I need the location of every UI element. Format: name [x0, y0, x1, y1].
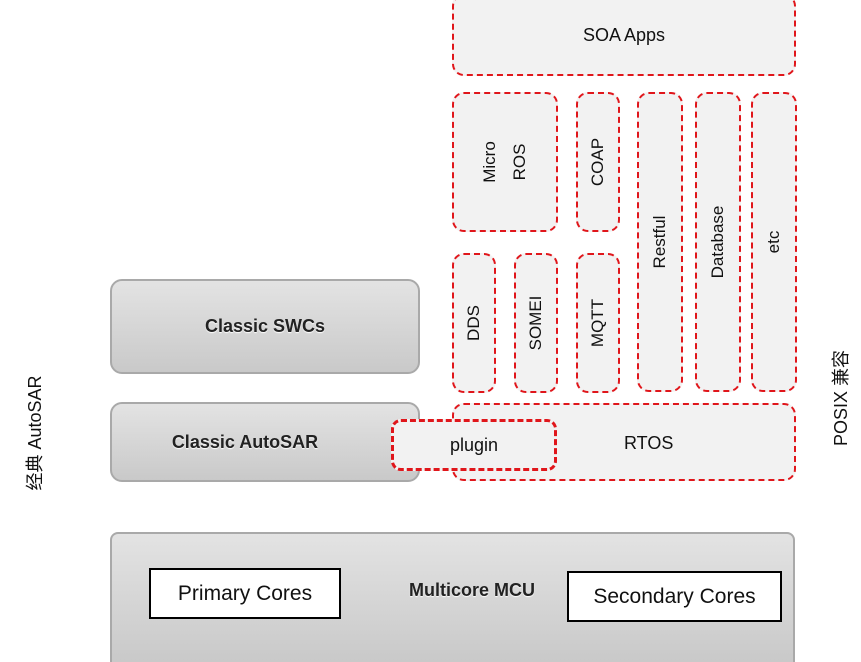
- primary-cores-label: Primary Cores: [177, 581, 313, 605]
- restful-box: Restful: [637, 92, 683, 392]
- classic-autosar-side-label: 经典 AutoSAR: [25, 375, 45, 491]
- coap-label: COAP: [588, 137, 607, 187]
- somei-label: SOMEI: [526, 295, 545, 351]
- classic-swcs-box: Classic SWCs: [110, 279, 420, 374]
- soa-apps-box: SOA Apps: [452, 0, 796, 76]
- classic-swcs-label: Classic SWCs: [204, 316, 326, 336]
- micro-ros-label: Micro ROS: [480, 141, 529, 183]
- plugin-box: plugin: [391, 419, 557, 471]
- posix-side-label: POSIX 兼容: [831, 349, 851, 447]
- rtos-label: RTOS: [624, 433, 674, 453]
- plugin-label: plugin: [449, 434, 499, 455]
- secondary-cores-box: Secondary Cores: [567, 571, 782, 622]
- primary-cores-box: Primary Cores: [149, 568, 341, 619]
- micro-ros-box: Micro ROS: [452, 92, 558, 232]
- dds-label: DDS: [464, 305, 483, 341]
- etc-label: etc: [764, 230, 783, 254]
- secondary-cores-label: Secondary Cores: [593, 584, 756, 608]
- etc-box: etc: [751, 92, 797, 392]
- database-label: Database: [708, 205, 727, 279]
- mqtt-label: MQTT: [588, 298, 607, 348]
- multicore-mcu-label: Multicore MCU: [409, 580, 535, 600]
- database-box: Database: [695, 92, 741, 392]
- classic-autosar-label: Classic AutoSAR: [171, 431, 319, 452]
- dds-box: DDS: [452, 253, 496, 393]
- mqtt-box: MQTT: [576, 253, 620, 393]
- coap-box: COAP: [576, 92, 620, 232]
- soa-apps-label: SOA Apps: [582, 24, 666, 45]
- classic-autosar-box: Classic AutoSAR: [110, 402, 420, 482]
- restful-label: Restful: [650, 215, 669, 269]
- somei-box: SOMEI: [514, 253, 558, 393]
